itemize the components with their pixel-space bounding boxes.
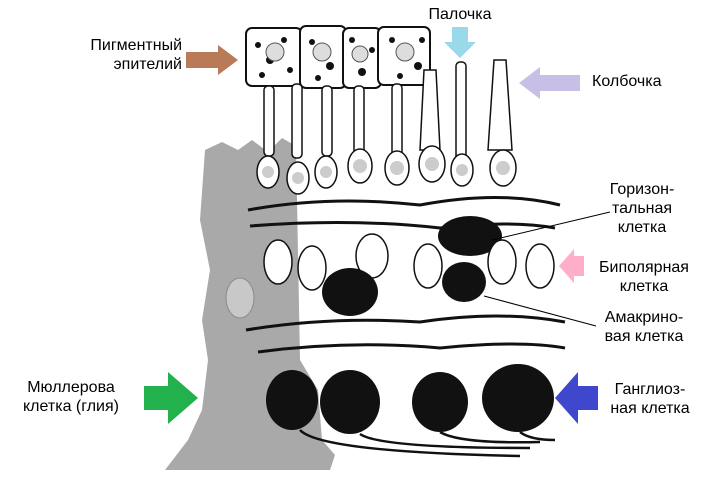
- inner-plexiform-layer-2: [257, 342, 566, 354]
- outer-plexiform-layer-2: [249, 220, 556, 230]
- pigment-epithelium-label-line-2: эпителий: [113, 56, 183, 73]
- inner-plexiform-layer: [245, 314, 566, 332]
- ganglion-cells: [266, 364, 554, 434]
- ganglion-cell-label-line-2: ная клетка: [610, 400, 690, 417]
- pointer-lines: [483, 211, 611, 327]
- horizontal-cell-label-line-1: Горизон-: [609, 181, 675, 198]
- bipolar-cell-label-line-2: клетка: [619, 278, 669, 295]
- cone-label: Колбочка: [592, 73, 662, 90]
- horizontal-cell-label-line-2: тальная: [611, 200, 673, 217]
- bipolar-cells: [263, 233, 555, 291]
- ganglion-cell-label-line-1: Ганглиоз-: [614, 381, 686, 398]
- amacrine-cell-label-line-2: вая клетка: [604, 328, 684, 345]
- pigment-nuclei: [265, 42, 415, 63]
- amacrine-cell-2: [442, 262, 486, 302]
- pigment-granules: [255, 37, 425, 81]
- pigment-epithelium-label: Пигментный эпителий: [58, 36, 182, 74]
- cone-arrow: [519, 67, 580, 99]
- pigment-epithelium-arrow: [186, 45, 238, 75]
- muller-cell-label-line-2: клетка (глия): [23, 398, 119, 415]
- muller-glia-nucleus: [225, 277, 255, 319]
- amacrine-cell-1: [322, 268, 378, 316]
- amacrine-cell-label: Амакрино- вая клетка: [588, 308, 700, 346]
- ganglion-cell-arrow: [555, 372, 598, 424]
- muller-cell-label: Мюллерова клетка (глия): [4, 378, 138, 416]
- muller-cell-arrow: [144, 372, 198, 424]
- horizontal-cell-body: [438, 216, 502, 256]
- horizontal-cell-label: Горизон- тальная клетка: [592, 180, 692, 237]
- muller-cell-label-line-1: Мюллерова: [27, 379, 115, 396]
- photoreceptor-outer-segments: [263, 59, 513, 163]
- rod-label: Палочка: [428, 6, 492, 23]
- photoreceptor-nuclei: [262, 157, 510, 184]
- pigment-epithelium-label-line-1: Пигментный: [90, 37, 182, 54]
- bipolar-cell-label: Биполярная клетка: [586, 258, 702, 296]
- nerve-fibres: [299, 429, 556, 458]
- bipolar-cell-label-line-1: Биполярная: [599, 259, 689, 276]
- rod-arrow: [444, 27, 476, 58]
- ganglion-cell-label: Ганглиоз- ная клетка: [596, 380, 704, 418]
- horizontal-cell-label-line-3: клетка: [617, 219, 667, 236]
- outer-plexiform-layer: [247, 196, 561, 212]
- amacrine-cell-label-line-1: Амакрино-: [604, 309, 684, 326]
- bipolar-cell-arrow: [559, 249, 584, 283]
